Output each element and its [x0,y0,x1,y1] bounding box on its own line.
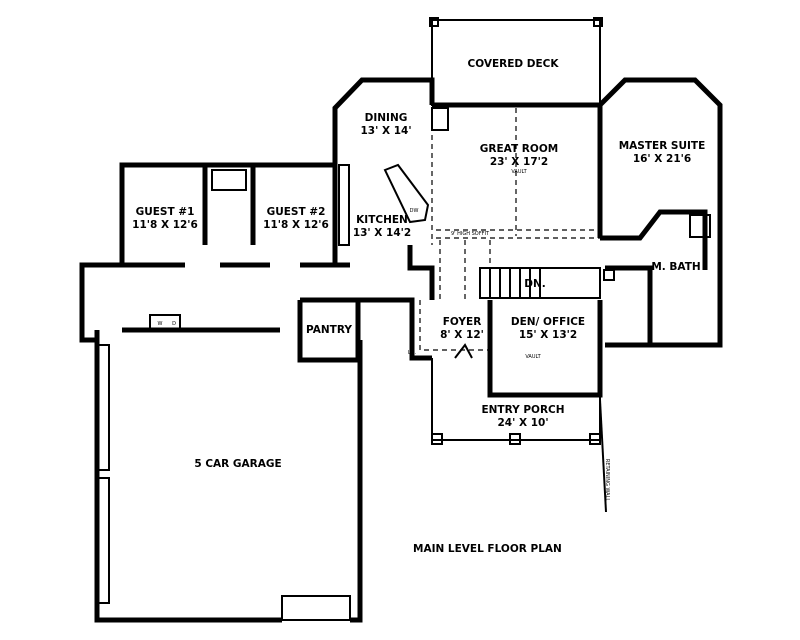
stairs [479,267,601,299]
dishwasher-label: DW [410,208,419,214]
foyer-size: 8' X 12' [440,329,484,341]
entry-porch-size: 24' X 10' [497,417,548,429]
master-suite-walls [598,77,723,348]
stairs-label: DN. [524,278,546,290]
garage-label: 5 CAR GARAGE [194,458,281,470]
garage-walls [94,330,363,623]
guest-wing-walls [79,162,361,363]
plan-title: MAIN LEVEL FLOOR PLAN [413,543,562,555]
washer-label: W [158,321,163,327]
guest1-size: 11'8 X 12'6 [132,219,198,231]
dining-kitchen-walls [332,77,491,300]
guest2-label: GUEST #2 [267,206,326,218]
master-bath-label: M. BATH [651,261,700,273]
foyer-den-walls [360,297,603,398]
master-suite-label: MASTER SUITE [619,140,706,152]
retaining-wall-label: RETAINING WALL [604,459,610,501]
den-size: 15' X 13'2 [519,329,577,341]
great-room-vault: VAULT [511,169,527,175]
entry-porch-label: ENTRY PORCH [481,404,564,416]
covered-deck-label: COVERED DECK [467,58,559,70]
linen-label: LN. [408,350,417,356]
den-vault: VAULT [525,354,541,360]
dining-label: DINING [365,112,408,124]
kitchen-size: 13' X 14'2 [353,227,411,239]
entry-porch [431,358,607,513]
great-room-label: GREAT ROOM [480,143,558,155]
dryer-label: D [172,321,176,327]
master-suite-size: 16' X 21'6 [633,153,691,165]
guest1-label: GUEST #1 [136,206,195,218]
soffit-label: 9' HIGH SOFFIT [451,231,490,237]
den-label: DEN/ OFFICE [511,316,585,328]
kitchen-label: KITCHEN [356,214,408,226]
dining-size: 13' X 14' [360,125,411,137]
foyer-label: FOYER [443,316,482,328]
pantry-label: PANTRY [306,324,352,336]
guest2-size: 11'8 X 12'6 [263,219,329,231]
great-room-size: 23' X 17'2 [490,156,548,168]
